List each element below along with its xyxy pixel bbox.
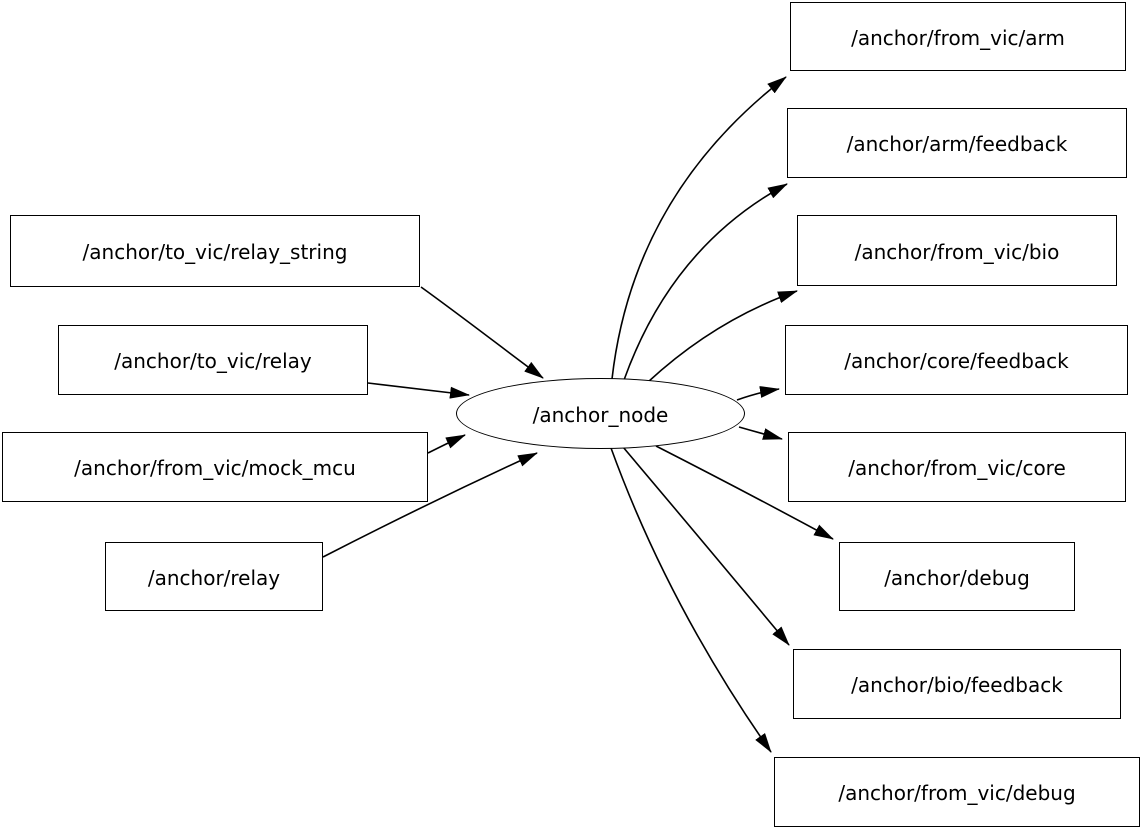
node-label: /anchor_node — [532, 402, 669, 427]
topic-anchor-to-vic-relay-string: /anchor/to_vic/relay_string — [10, 215, 420, 287]
node-anchor-node: /anchor_node — [456, 378, 745, 449]
topic-label: /anchor/from_vic/debug — [838, 781, 1076, 805]
topic-anchor-bio-feedback: /anchor/bio/feedback — [793, 649, 1121, 719]
topic-label: /anchor/debug — [884, 565, 1030, 590]
edge-relay-string-to-node — [420, 286, 544, 379]
topic-anchor-from-vic-core: /anchor/from_vic/core — [788, 432, 1126, 502]
edge-node-to-from-vic-bio — [647, 290, 798, 383]
topic-anchor-from-vic-mock-mcu: /anchor/from_vic/mock_mcu — [2, 432, 428, 502]
topic-label: /anchor/from_vic/bio — [854, 239, 1060, 264]
topic-anchor-core-feedback: /anchor/core/feedback — [785, 325, 1128, 395]
edge-node-to-core-feedback — [736, 386, 780, 401]
edge-to-vic-relay-to-node — [367, 382, 470, 399]
edge-mock-mcu-to-node — [427, 434, 466, 454]
topic-anchor-to-vic-relay: /anchor/to_vic/relay — [58, 325, 368, 395]
edge-node-to-from-vic-debug — [610, 447, 772, 753]
topic-anchor-from-vic-debug: /anchor/from_vic/debug — [774, 757, 1140, 827]
topic-anchor-relay: /anchor/relay — [105, 542, 323, 611]
topic-anchor-arm-feedback: /anchor/arm/feedback — [787, 108, 1127, 178]
topic-anchor-from-vic-arm: /anchor/from_vic/arm — [790, 2, 1126, 71]
topic-label: /anchor/from_vic/core — [848, 456, 1066, 480]
topic-label: /anchor/from_vic/mock_mcu — [74, 456, 356, 480]
edge-node-to-bio-feedback — [622, 446, 790, 646]
edge-node-to-arm-feedback — [623, 183, 788, 381]
topic-anchor-debug: /anchor/debug — [839, 542, 1075, 611]
topic-label: /anchor/bio/feedback — [851, 673, 1063, 697]
topic-label: /anchor/to_vic/relay_string — [82, 240, 348, 264]
topic-label: /anchor/relay — [147, 565, 281, 590]
topic-label: /anchor/arm/feedback — [846, 132, 1068, 156]
topic-label: /anchor/to_vic/relay — [114, 349, 312, 373]
topic-label: /anchor/from_vic/arm — [851, 25, 1065, 50]
edge-node-to-from-vic-arm — [611, 76, 787, 380]
topic-anchor-from-vic-bio: /anchor/from_vic/bio — [797, 215, 1117, 286]
topic-label: /anchor/core/feedback — [844, 349, 1069, 373]
edge-node-to-from-vic-core — [738, 426, 783, 440]
